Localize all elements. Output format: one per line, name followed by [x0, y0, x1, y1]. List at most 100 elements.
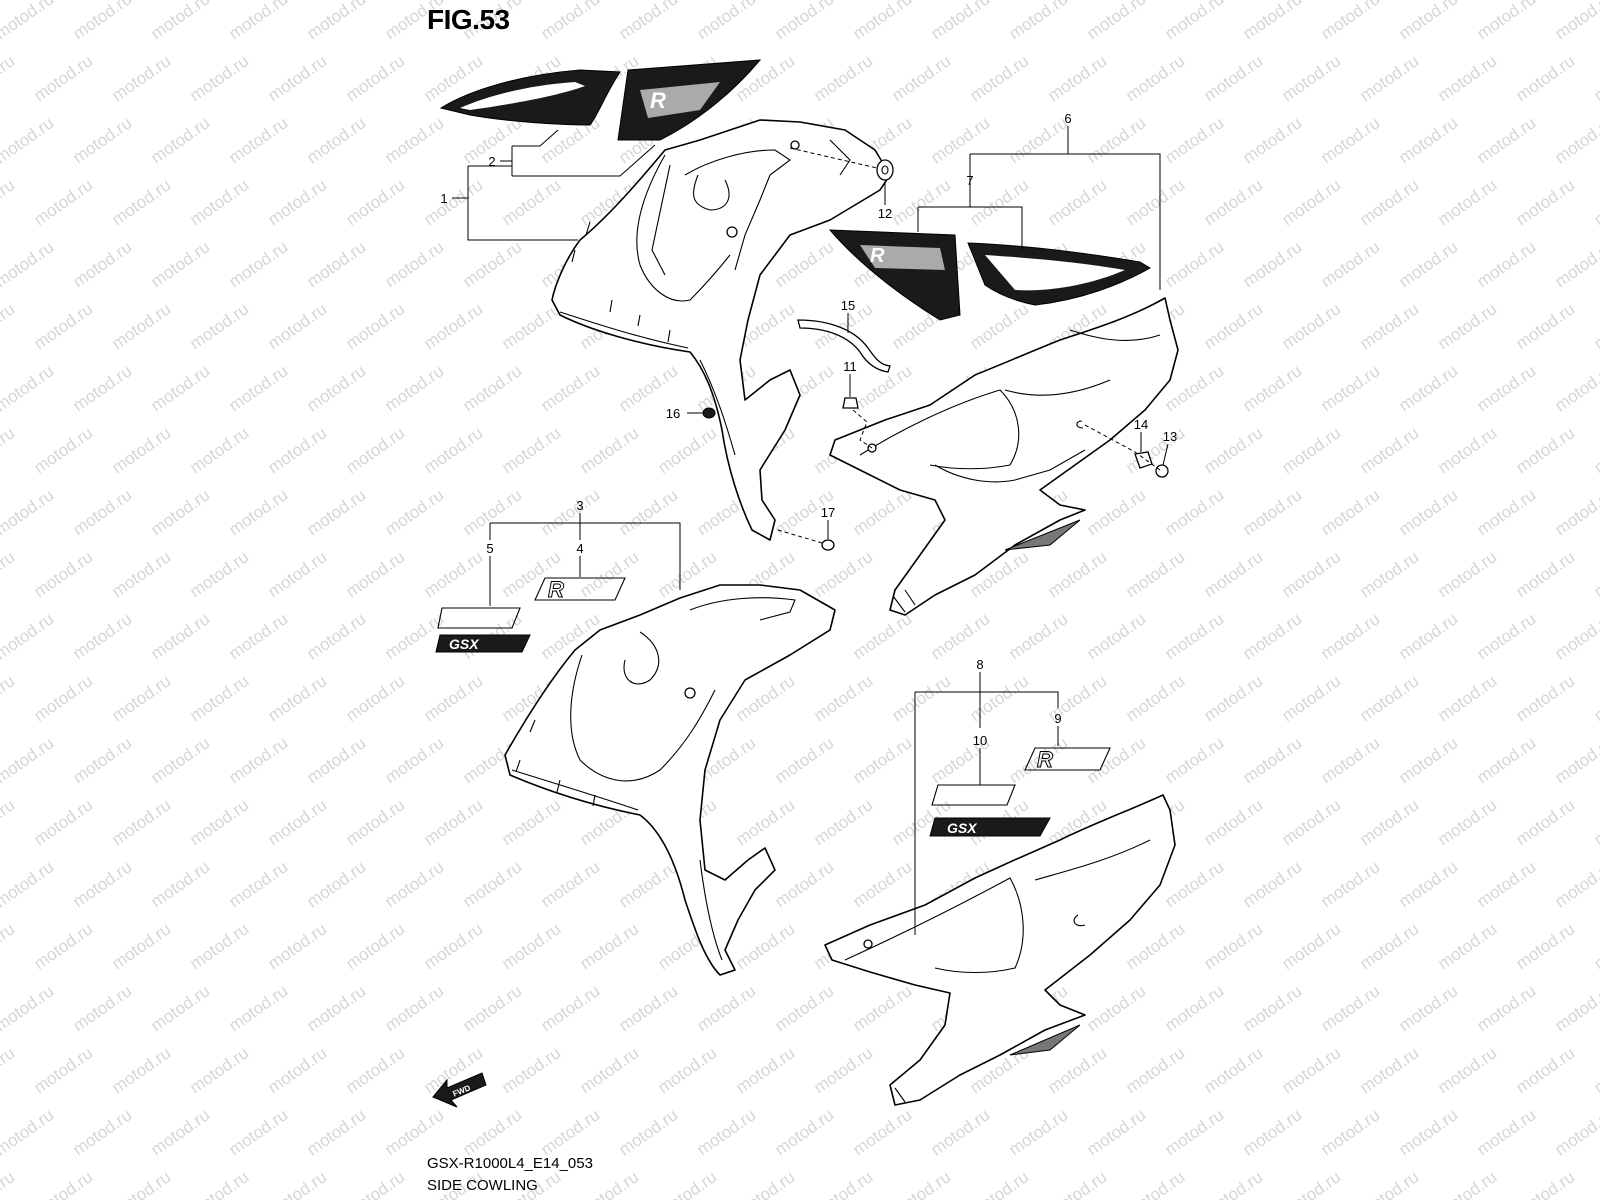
watermark-text: motod.ru — [1317, 0, 1383, 43]
watermark-text: motod.ru — [303, 1105, 369, 1159]
watermark-text: motod.ru — [1356, 919, 1422, 973]
watermark-text: motod.ru — [69, 361, 135, 415]
watermark-text: motod.ru — [0, 733, 57, 787]
watermark-text: motod.ru — [0, 547, 18, 601]
watermark-text: motod.ru — [1044, 51, 1110, 105]
watermark-text: motod.ru — [1278, 1043, 1344, 1097]
watermark-text: motod.ru — [498, 1043, 564, 1097]
watermark-text: motod.ru — [576, 1043, 642, 1097]
watermark-text: motod.ru — [498, 795, 564, 849]
watermark-text: motod.ru — [1551, 857, 1600, 911]
decal-upper-left-rear[interactable]: R — [617, 59, 762, 141]
watermark-text: motod.ru — [1551, 485, 1600, 539]
watermark-text: motod.ru — [576, 1167, 642, 1200]
watermark-text: motod.ru — [69, 485, 135, 539]
under-cowling-lower-right[interactable] — [824, 794, 1176, 1106]
watermark-text: motod.ru — [186, 1043, 252, 1097]
watermark-text: motod.ru — [1083, 609, 1149, 663]
watermark-text: motod.ru — [69, 733, 135, 787]
decal-r-lower-right[interactable]: R — [1024, 747, 1111, 773]
watermark-text: motod.ru — [849, 0, 915, 43]
watermark-text: motod.ru — [225, 361, 291, 415]
watermark-text: motod.ru — [30, 51, 96, 105]
watermark-text: motod.ru — [693, 0, 759, 43]
side-cowling-upper-left[interactable] — [551, 119, 891, 541]
watermark-text: motod.ru — [0, 299, 18, 353]
watermark-text: motod.ru — [1395, 981, 1461, 1035]
watermark-text: motod.ru — [1083, 485, 1149, 539]
watermark-text: motod.ru — [459, 361, 525, 415]
watermark-text: motod.ru — [1317, 981, 1383, 1035]
watermark-text: motod.ru — [1122, 175, 1188, 229]
watermark-text: motod.ru — [1590, 1043, 1600, 1097]
under-cowling-upper-right[interactable] — [829, 297, 1179, 616]
decal-r-lower-left[interactable]: R — [534, 577, 626, 603]
watermark-text: motod.ru — [1395, 1105, 1461, 1159]
watermark-text: motod.ru — [69, 857, 135, 911]
decal-gsx-lower-left[interactable]: GSX — [435, 607, 531, 653]
watermark-text: motod.ru — [264, 795, 330, 849]
watermark-text: motod.ru — [1161, 485, 1227, 539]
side-cowling-lower-left[interactable] — [504, 584, 836, 976]
watermark-text: motod.ru — [1512, 671, 1578, 725]
watermark-text: motod.ru — [459, 237, 525, 291]
watermark-text: motod.ru — [342, 175, 408, 229]
decal-upper-left-front[interactable] — [439, 69, 621, 126]
watermark-text: motod.ru — [1473, 1105, 1539, 1159]
watermark-text: motod.ru — [1551, 361, 1600, 415]
screw-17[interactable] — [821, 539, 835, 551]
watermark-text: motod.ru — [303, 237, 369, 291]
watermark-text: motod.ru — [147, 1105, 213, 1159]
watermark-text: motod.ru — [1200, 1167, 1266, 1200]
watermark-text: motod.ru — [576, 547, 642, 601]
decal-gsx-lower-right[interactable]: GSX — [929, 784, 1051, 837]
watermark-text: motod.ru — [1200, 1043, 1266, 1097]
watermark-text: motod.ru — [303, 981, 369, 1035]
watermark-text: motod.ru — [1200, 795, 1266, 849]
watermark-text: motod.ru — [1161, 1105, 1227, 1159]
watermark-text: motod.ru — [888, 1167, 954, 1200]
watermark-text: motod.ru — [1551, 1105, 1600, 1159]
watermark-text: motod.ru — [0, 981, 57, 1035]
watermark-text: motod.ru — [186, 299, 252, 353]
watermark-text: motod.ru — [264, 1043, 330, 1097]
watermark-text: motod.ru — [0, 795, 18, 849]
rivet-16[interactable] — [702, 407, 716, 419]
watermark-text: motod.ru — [1590, 299, 1600, 353]
watermark-text: motod.ru — [342, 299, 408, 353]
watermark-text: motod.ru — [30, 1043, 96, 1097]
callout-6: 6 — [1064, 111, 1071, 126]
watermark-text: motod.ru — [381, 1105, 447, 1159]
watermark-text: motod.ru — [1044, 1043, 1110, 1097]
watermark-text: motod.ru — [537, 0, 603, 43]
watermark-text: motod.ru — [30, 919, 96, 973]
watermark-text: motod.ru — [615, 0, 681, 43]
screw-13[interactable] — [1155, 464, 1169, 478]
watermark-text: motod.ru — [1434, 1043, 1500, 1097]
dashed-line-13-14 — [1084, 424, 1161, 471]
decal-upper-right-front[interactable]: R — [828, 229, 961, 321]
decal-upper-right-rear[interactable] — [967, 242, 1151, 306]
clip-15[interactable] — [797, 319, 891, 373]
watermark-text: motod.ru — [615, 1105, 681, 1159]
watermark-text: motod.ru — [1161, 113, 1227, 167]
watermark-text: motod.ru — [1590, 795, 1600, 849]
watermark-text: motod.ru — [1005, 609, 1071, 663]
dashed-line-11 — [852, 409, 873, 449]
watermark-text: motod.ru — [1122, 51, 1188, 105]
watermark-text: motod.ru — [1434, 919, 1500, 973]
watermark-text: motod.ru — [498, 423, 564, 477]
watermark-text: motod.ru — [1512, 795, 1578, 849]
callout-10: 10 — [973, 733, 987, 748]
screw-11[interactable] — [842, 397, 859, 409]
watermark-text: motod.ru — [0, 609, 57, 663]
watermark-text: motod.ru — [810, 1167, 876, 1200]
watermark-text: motod.ru — [771, 1105, 837, 1159]
watermark-text: motod.ru — [1200, 175, 1266, 229]
watermark-text: motod.ru — [147, 237, 213, 291]
grommet-12[interactable] — [876, 159, 894, 181]
callout-7: 7 — [966, 173, 973, 188]
watermark-text: motod.ru — [186, 547, 252, 601]
watermark-text: motod.ru — [459, 981, 525, 1035]
